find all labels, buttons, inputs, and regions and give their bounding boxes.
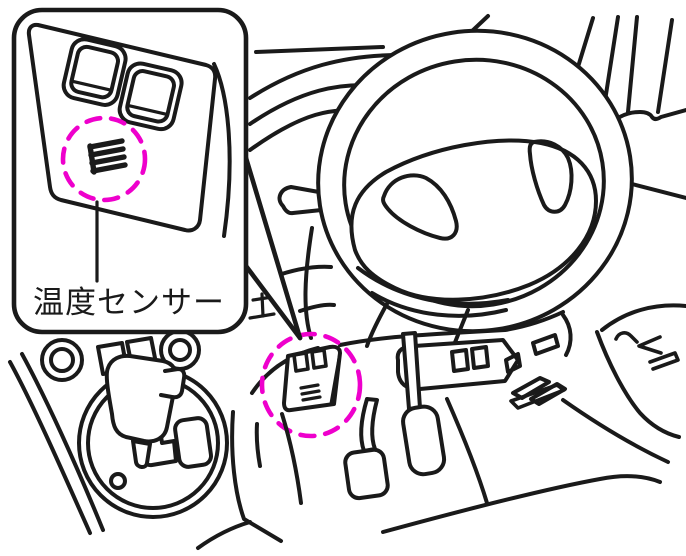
callout-frame (11, 7, 249, 335)
panel-switch-slot (310, 348, 328, 370)
callout-highlight-circle (60, 115, 148, 203)
accelerator-pedal (401, 404, 447, 477)
shift-knob (104, 353, 179, 444)
callout-box: 温度センサー (11, 7, 249, 335)
trim-opening (531, 333, 560, 356)
hub-cutout-right (527, 139, 574, 214)
panel-switch-slot (450, 348, 470, 373)
column-bracket (504, 352, 522, 374)
steering-wheel (316, 28, 634, 334)
under-dash-trim (250, 310, 573, 406)
floor (381, 397, 662, 534)
panel-switch-slot (292, 351, 310, 373)
switch-panel-closeup (26, 22, 232, 238)
door-pull-handle (614, 331, 639, 344)
shift-shaft (131, 439, 152, 469)
rocker-switch-2 (117, 61, 184, 132)
brake-pedal (343, 447, 390, 501)
rotary-knob (40, 338, 84, 382)
sensor-panel (282, 344, 342, 413)
gear-console (8, 329, 303, 550)
door-panel (509, 303, 686, 464)
rocker-switch-1 (61, 37, 128, 107)
callout-pointer (243, 155, 303, 341)
sensor-location-highlight-circle (259, 331, 363, 439)
release-button (109, 472, 127, 490)
temperature-sensor-icon (87, 138, 128, 175)
pedals (343, 331, 447, 501)
sensor-label: 温度センサー (33, 285, 225, 320)
panel-switch-slot (470, 345, 490, 370)
shift-gate-slot (173, 416, 214, 469)
temperature-sensor-grille-icon (299, 383, 322, 402)
shift-knob-button (159, 367, 187, 400)
hub-cutout-left (381, 173, 459, 241)
